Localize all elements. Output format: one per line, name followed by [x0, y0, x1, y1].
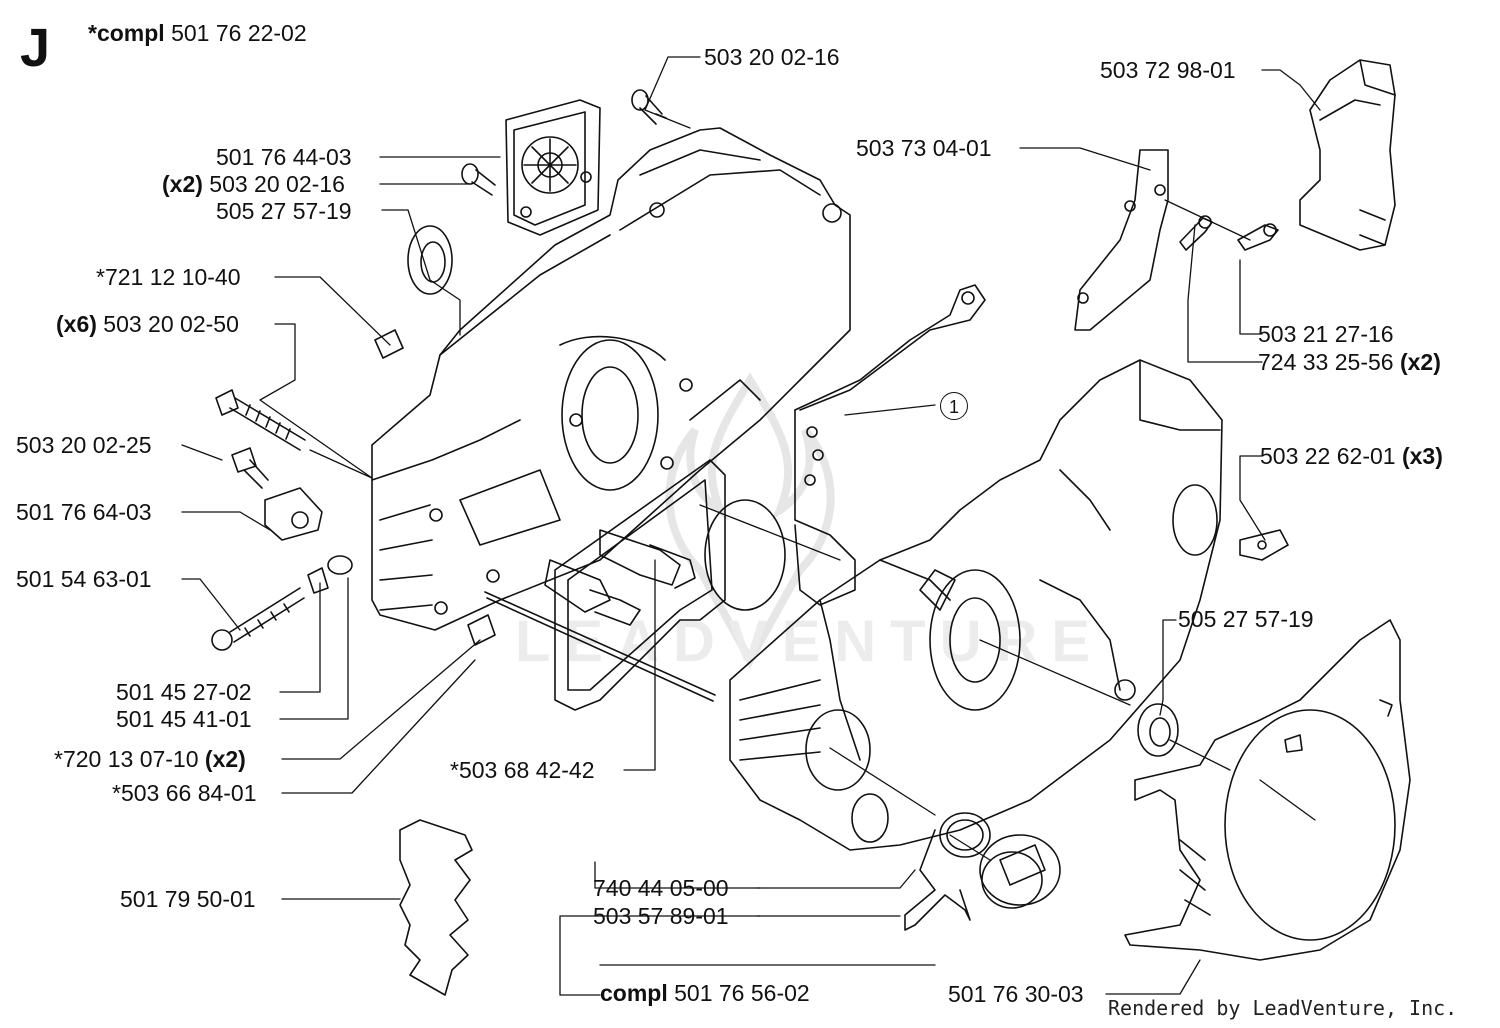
screw-724-33-25-56: [1179, 215, 1213, 251]
left-crankcase-half: [371, 127, 851, 631]
compl-prefix: *compl: [88, 20, 165, 46]
part-label[interactable]: 501 79 50-01: [120, 886, 256, 912]
seal-ring-right: [1137, 703, 1179, 757]
cap-740-44-05-00: [979, 834, 1061, 909]
bracket-501-79-50-01: [399, 819, 473, 996]
watermark-flame-icon: [665, 372, 835, 669]
part-label[interactable]: 503 20 02-16: [704, 44, 840, 70]
part-label[interactable]: 503 21 27-16: [1258, 321, 1394, 347]
o-ring-503-57-89-01: [939, 812, 991, 858]
part-label[interactable]: 501 76 30-03: [948, 981, 1084, 1007]
part-label[interactable]: *720 13 07-10 (x2): [54, 746, 246, 772]
part-label[interactable]: 501 45 27-02: [116, 679, 252, 705]
part-label[interactable]: compl 501 76 56-02: [600, 980, 810, 1006]
retainer-strap: [904, 829, 971, 931]
right-crankcase-half: [729, 359, 1223, 851]
part-label[interactable]: (x2) 503 20 02-16: [162, 171, 345, 197]
part-label[interactable]: 503 20 02-25: [16, 432, 152, 458]
gasket-1: [794, 284, 986, 606]
watermark-text: LEADVENTURE: [515, 609, 1105, 674]
seal-ring-left: [407, 225, 453, 295]
rod-503-66-84-01: [484, 591, 716, 702]
part-label[interactable]: 501 76 64-03: [16, 499, 152, 525]
part-label[interactable]: 503 57 89-01: [593, 903, 729, 929]
part-label[interactable]: 740 44 05-00: [593, 875, 729, 901]
part-label[interactable]: *721 12 10-40: [96, 264, 241, 290]
plate-503-73-04-01: [1074, 149, 1169, 331]
part-label[interactable]: 503 72 98-01: [1100, 57, 1236, 83]
part-label[interactable]: *503 66 84-01: [112, 780, 257, 806]
part-label[interactable]: 501 45 41-01: [116, 706, 252, 732]
part-label[interactable]: 505 27 57-19: [216, 198, 352, 224]
part-label[interactable]: 503 73 04-01: [856, 135, 992, 161]
cover-503-72-98-01: [1299, 59, 1396, 251]
callout-1: 1: [940, 392, 968, 420]
part-label[interactable]: (x6) 503 20 02-50: [56, 311, 239, 337]
washer-501-45-27-02: [307, 567, 329, 594]
gasket-bolts: [544, 529, 696, 626]
part-label[interactable]: 505 27 57-19: [1178, 606, 1314, 632]
starter-housing-501-76-30-03: [1124, 619, 1411, 961]
footer-credit: Rendered by LeadVenture, Inc.: [1108, 996, 1458, 1020]
clip-503-22-62-01: [1239, 529, 1289, 561]
section-compl-label: *compl 501 76 22-02: [88, 20, 307, 46]
part-label[interactable]: 503 22 62-01 (x3): [1260, 443, 1443, 469]
part-label[interactable]: 501 76 44-03: [216, 144, 352, 170]
screw-503-21-27-16: [1237, 223, 1279, 251]
compl-number: 501 76 22-02: [171, 20, 307, 46]
screw-503-20-02-25: [231, 447, 269, 489]
part-label[interactable]: 501 54 63-01: [16, 566, 152, 592]
screw-503-20-02-16: [631, 89, 667, 125]
part-label[interactable]: *503 68 42-42: [450, 757, 595, 783]
pin-720-13-07-10: [467, 614, 496, 646]
nut-501-45-41-01: [327, 555, 353, 575]
fitting-501-76-64-03: [264, 487, 323, 541]
pin-721-12-10-40: [374, 329, 404, 359]
leader-lines: [181, 56, 1321, 996]
bearing-cover: [505, 99, 601, 236]
bolt-503-20-02-50: [215, 389, 306, 451]
part-label[interactable]: 724 33 25-56 (x2): [1258, 349, 1441, 375]
screw-501-54-63-01: [211, 587, 305, 651]
gasket-503-68-42-42: [554, 459, 786, 711]
screw-pair-503-20-02-16: [461, 163, 496, 196]
section-letter: J: [20, 18, 51, 78]
